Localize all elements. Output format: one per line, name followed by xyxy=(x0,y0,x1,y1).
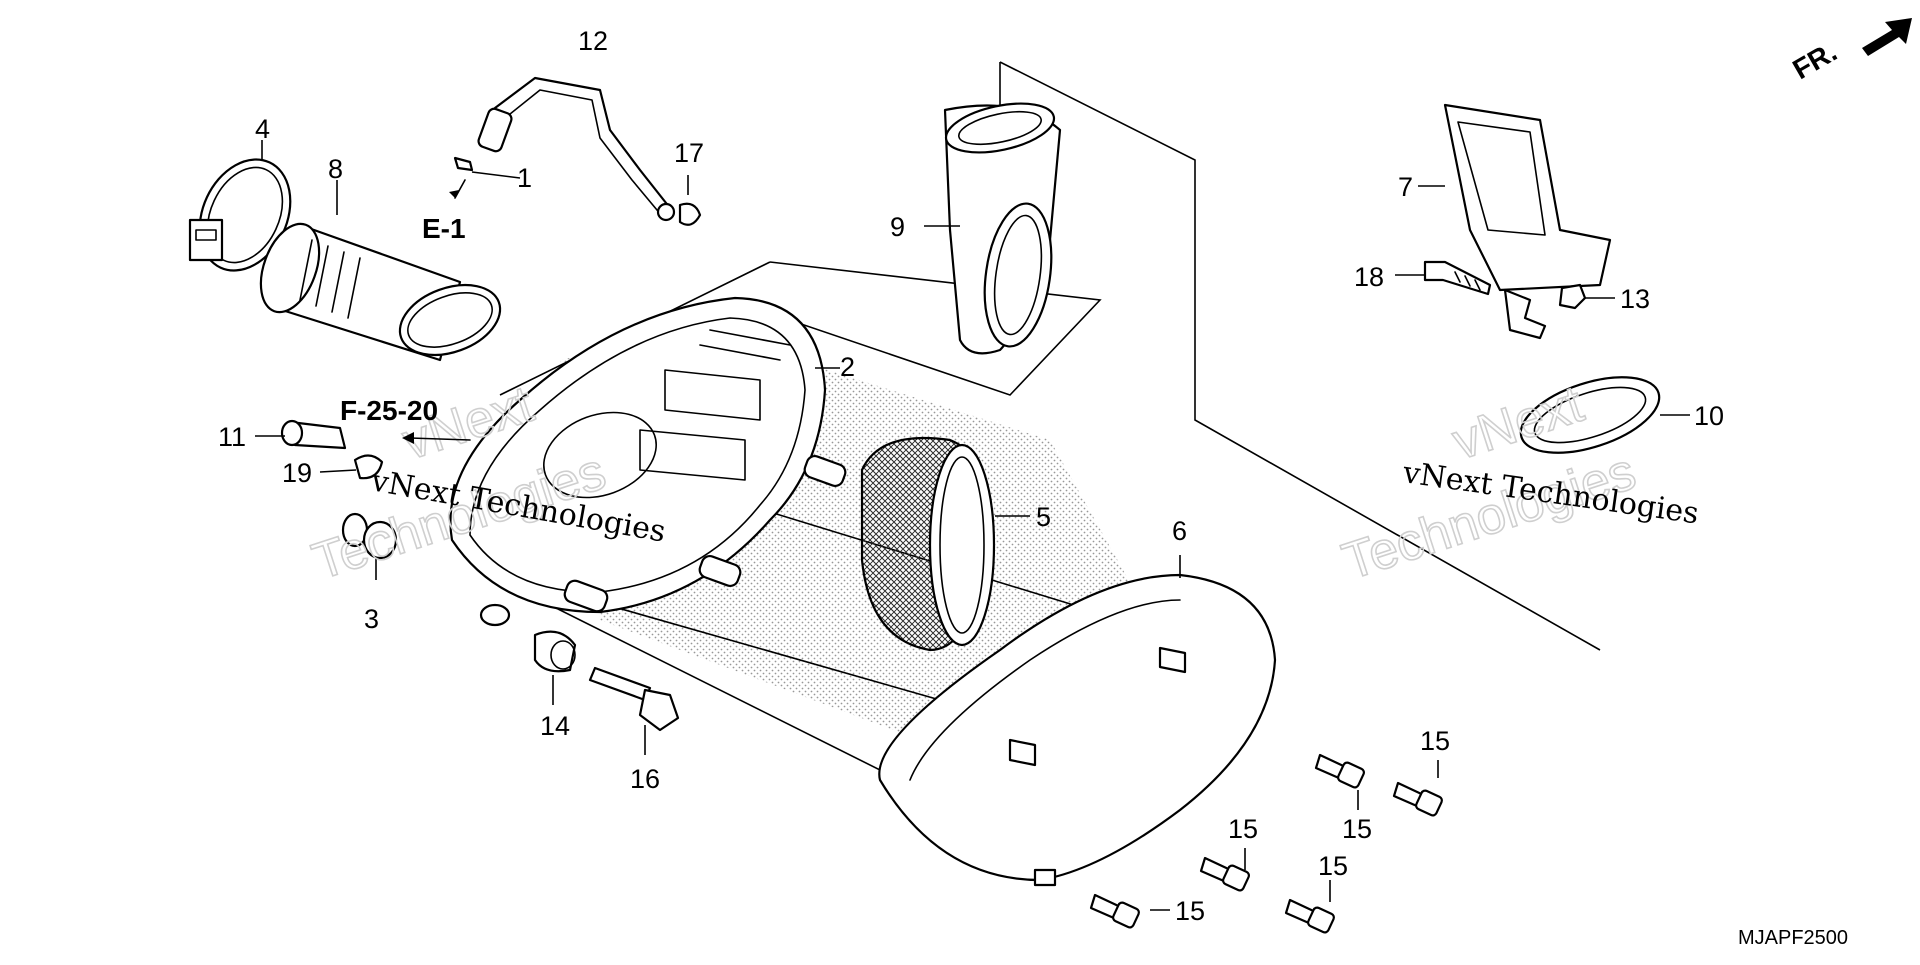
callout-15-e: 15 xyxy=(1175,896,1205,926)
callout-15-a: 15 xyxy=(1420,726,1450,756)
callout-15-d: 15 xyxy=(1318,851,1348,881)
part-grommet-14[interactable] xyxy=(533,630,577,705)
callout-6: 6 xyxy=(1172,516,1187,546)
part-clip-1[interactable] xyxy=(449,156,521,199)
bolt-15-c xyxy=(1199,856,1250,892)
watermark-outline-top-right: vNext xyxy=(1446,375,1591,471)
part-air-filter-element[interactable] xyxy=(860,436,1030,652)
callout-17: 17 xyxy=(674,138,704,168)
part-bolts-15[interactable] xyxy=(1089,753,1443,934)
callout-15-c: 15 xyxy=(1228,814,1258,844)
part-air-cleaner-housing[interactable] xyxy=(449,296,847,627)
part-drain-plug-11[interactable] xyxy=(255,419,347,450)
callout-9: 9 xyxy=(890,212,905,242)
callout-11: 11 xyxy=(218,422,246,452)
part-breather-hose[interactable] xyxy=(477,76,676,222)
part-intake-duct[interactable] xyxy=(924,95,1062,355)
reference-e1[interactable]: E-1 xyxy=(422,213,466,244)
callout-19: 19 xyxy=(282,458,312,488)
part-screw-18[interactable] xyxy=(1395,260,1492,296)
part-air-cleaner-cover[interactable] xyxy=(878,555,1277,887)
callout-12: 12 xyxy=(578,26,608,56)
arrow-right-icon xyxy=(1862,18,1912,56)
callout-13: 13 xyxy=(1620,284,1650,314)
bolt-15-e xyxy=(1284,898,1335,934)
front-direction-label: FR. xyxy=(1788,36,1843,85)
callout-7: 7 xyxy=(1398,172,1413,202)
callout-1: 1 xyxy=(517,163,532,193)
part-duct-gasket[interactable] xyxy=(1512,362,1690,467)
callout-5: 5 xyxy=(1036,502,1051,532)
callout-16: 16 xyxy=(630,764,660,794)
part-connecting-tube[interactable] xyxy=(250,180,510,368)
callout-15-b: 15 xyxy=(1342,814,1372,844)
part-grommet-3[interactable] xyxy=(341,512,398,580)
callout-4: 4 xyxy=(255,114,270,144)
part-clip-17[interactable] xyxy=(678,175,702,226)
callout-3: 3 xyxy=(364,604,379,634)
callout-labels: 1 2 3 4 5 6 7 8 9 10 11 12 13 14 15 15 1… xyxy=(218,26,1724,926)
bolt-15-d xyxy=(1089,893,1140,929)
callout-14: 14 xyxy=(540,711,570,741)
part-bolt-16[interactable] xyxy=(588,666,680,755)
callout-2: 2 xyxy=(840,352,855,382)
reference-f2520[interactable]: F-25-20 xyxy=(340,395,438,426)
diagram-code: MJAPF2500 xyxy=(1738,927,1848,949)
front-direction-indicator: FR. xyxy=(1788,18,1912,85)
bolt-15-b xyxy=(1392,781,1443,817)
callout-18: 18 xyxy=(1354,262,1384,292)
part-clamp-band[interactable] xyxy=(182,140,307,285)
callout-8: 8 xyxy=(328,154,343,184)
callout-10: 10 xyxy=(1694,401,1724,431)
part-air-duct[interactable] xyxy=(1418,103,1612,340)
part-nut-13[interactable] xyxy=(1558,283,1615,310)
part-clip-19[interactable] xyxy=(319,454,384,480)
bolt-15-a xyxy=(1314,753,1365,789)
